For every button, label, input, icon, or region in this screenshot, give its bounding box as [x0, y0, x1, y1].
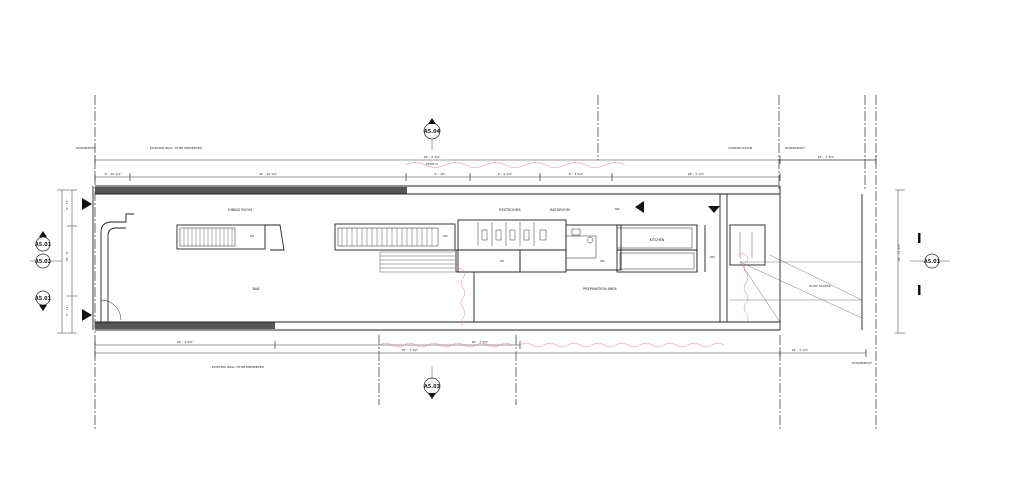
dim-left-v3: 6' - 11" [65, 304, 69, 316]
dim-seg5: 8' - 3 3/4" [569, 172, 584, 176]
section-marker-arrows [39, 118, 436, 399]
dim-bot1: 16' - 4 3/4" [177, 340, 194, 344]
section-label-top: A5.04 [424, 129, 441, 135]
note-corner-br: DOWNSPOUT [852, 361, 872, 365]
stair-label-6: DN [600, 259, 605, 263]
section-label-right: A5.01 [924, 259, 941, 265]
dim-overall-top-m: 29.09 m [426, 162, 439, 166]
room-label-prep: PREPARATION AREA [583, 287, 617, 291]
dim-left-v1: 6' - 11" [65, 198, 69, 210]
south-wall-solid [95, 322, 275, 329]
dim-bot2: 95' - 7 1/2" [402, 348, 419, 352]
restroom-fixtures [477, 222, 594, 246]
dimension-lines [57, 159, 905, 354]
dimension-ticks [94, 156, 877, 357]
dim-seg3: 5' - 10" [435, 172, 447, 176]
room-label-bar: BAR [252, 287, 260, 291]
dim-top-right-ext: 16' - 7 3/4" [818, 155, 835, 159]
stair-label-4: DN [615, 207, 620, 211]
property-lines [94, 95, 877, 430]
interior-partitions [176, 219, 766, 322]
section-label-left-upper: A5.01 [35, 242, 52, 248]
dim-bot3: 40' - 7 1/2" [472, 340, 489, 344]
room-label-mid-right: BATHROOM [550, 208, 570, 212]
note-bottom-left: EXISTING WALL TO BE PRESERVED [212, 365, 265, 369]
room-label-kitchen: KITCHEN [650, 238, 665, 242]
note-corner-tr: DOWNSPOUT [785, 146, 805, 150]
dim-seg2: 39' - 10 1/2" [259, 172, 278, 176]
section-label-bottom: A5.03 [424, 384, 441, 390]
stair-label-5: DN [710, 255, 715, 259]
room-label-restrooms: RESTROOMS [499, 208, 521, 212]
room-label-front-dining: DINING ROOM [228, 208, 252, 212]
front-entry-wall [100, 213, 134, 322]
section-marker-links [30, 139, 950, 378]
section-label-left-lower: A5.01 [35, 296, 52, 302]
note-top-left: EXISTING WALL TO BE PRESERVED [150, 146, 203, 150]
dim-bot4: 12' - 7 1/2" [792, 348, 809, 352]
section-label-left-mid: A5.02 [35, 259, 52, 265]
dim-seg1: 9' - 10 1/4" [105, 172, 122, 176]
stair-label-2: DN [443, 234, 448, 238]
north-wall-solid [95, 187, 407, 194]
stair-label-3: UP [500, 259, 504, 263]
note-corner-tl: DOWNSPOUT [76, 146, 96, 150]
dim-left-v2: 18' - 6" [65, 250, 69, 262]
rear-site-lines [730, 254, 863, 323]
note-top-right: CONSTRUCTION [728, 146, 752, 150]
stair-label-1: UP [250, 234, 254, 238]
section-markers [35, 122, 940, 395]
dim-right-v: 18' - 11 3/4" [897, 243, 901, 262]
revision-cloud [379, 162, 749, 348]
dim-seg4: 9' - 9 1/2" [498, 172, 513, 176]
stair-treads [183, 228, 753, 273]
dim-seg6: 28' - 7 1/2" [688, 172, 705, 176]
building-walls [92, 185, 863, 331]
room-label-back-rear: ROOF ACCESS [809, 284, 830, 288]
view-arrows [82, 198, 921, 321]
dim-overall-top: 95' - 5 1/4" [424, 155, 441, 159]
